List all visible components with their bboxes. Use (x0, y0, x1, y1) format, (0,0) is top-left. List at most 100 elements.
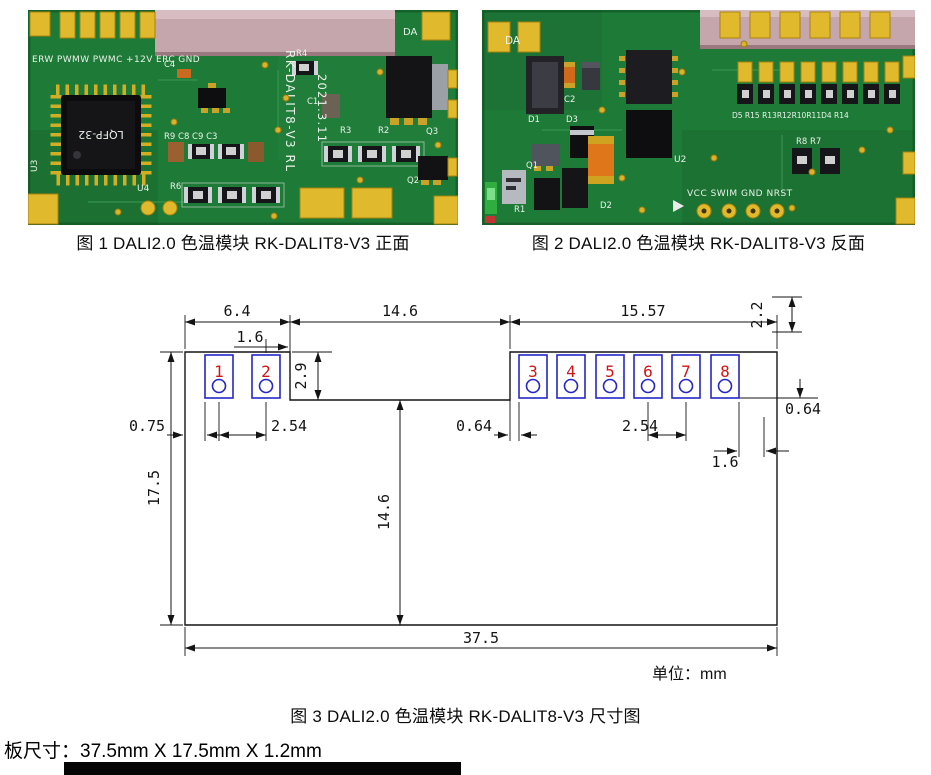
ref-c4: C4 (164, 60, 175, 70)
dim-pad2-to-edge: 1.6 (236, 328, 263, 346)
front-version-silkscreen: RK-DALIT8-V3 RL (283, 50, 297, 173)
r4-group: R4 (292, 49, 318, 75)
front-top-silkscreen: ERW PWMW PWMC +12V ERC GND (32, 55, 200, 65)
ref-r9-row: R9 C8 C9 C3 (164, 132, 217, 142)
marker-triangle-icon (673, 200, 684, 212)
pad-number: 4 (566, 362, 576, 381)
cropped-image-strip (64, 762, 461, 775)
ref-r1: R1 (514, 205, 525, 215)
pad-number: 5 (605, 362, 615, 381)
c4-group: C4 (164, 60, 230, 113)
qfp-chip: LQFP-32 (50, 84, 152, 186)
dim-board-height: 17.5 (145, 470, 163, 506)
ref-d3: D3 (566, 115, 578, 125)
ref-u2: U2 (674, 155, 686, 165)
ref-q2: Q2 (407, 176, 419, 186)
dim-pad2-to-edge-group: 1.6 (234, 328, 288, 353)
board-size-text: 板尺寸：37.5mm X 17.5mm X 1.2mm (4, 741, 322, 762)
front-date-silkscreen: 2021.3.11 (315, 74, 329, 143)
u2-group: U2 (619, 50, 686, 165)
chip-marking: LQFP-32 (78, 128, 123, 141)
dim-top-right-width: 15.57 (620, 302, 665, 320)
r6-row: R6 (170, 182, 285, 208)
ref-q1: Q1 (526, 161, 538, 171)
vias (598, 40, 894, 214)
unit-label: 单位：mm (652, 666, 727, 683)
board-outline (184, 351, 778, 626)
dim-pad-bottom-gap: 0.64 (785, 400, 821, 418)
pcb-front-board: ERW PWMW PWMC +12V ERC GND LQFP-32 U3 U4… (28, 10, 458, 225)
dim-right-pitch-group: 2.54 (622, 402, 687, 441)
dim-notch-depth-group: 2.9 (292, 351, 332, 400)
pad-number: 8 (720, 362, 730, 381)
dimension-drawing: 1 2 3 4 5 6 7 8 (129, 296, 821, 656)
c1-group: C1 (307, 94, 340, 118)
pad-number: 6 (643, 362, 653, 381)
programming-header: VCC SWIM GND NRST (673, 189, 793, 219)
dim-notch-depth: 2.9 (292, 362, 310, 389)
pcb-back-board: DA R5 C2 D1 D3 (482, 10, 915, 225)
fig2-caption: 图 2 DALI2.0 色温模块 RK-DALIT8-V3 反面 (531, 234, 866, 253)
dim-right-pitch: 2.54 (622, 417, 658, 435)
ref-u3: U3 (30, 160, 40, 172)
r8-r7-group: R8 R7 (792, 137, 840, 174)
dim-notch-height-group: 14.6 (375, 400, 404, 625)
q3-transistor: Q3 (386, 56, 448, 137)
dim-pad-height: 2.2 (748, 301, 766, 328)
fig1-caption: 图 1 DALI2.0 色温模块 RK-DALIT8-V3 正面 (76, 234, 410, 253)
r9-row: R9 C8 C9 C3 (164, 132, 264, 162)
pad-number: 2 (261, 362, 271, 381)
ref-r6: R6 (170, 182, 181, 192)
pad-number: 7 (681, 362, 691, 381)
ref-r2: R2 (378, 126, 389, 136)
pink-component-block (155, 10, 395, 56)
dim-pad-height-group: 2.2 (748, 296, 802, 333)
pad-number: 3 (528, 362, 538, 381)
d1-group: D1 (526, 56, 564, 125)
ref-c1: C1 (307, 97, 318, 107)
resistor-row: D5 R15 R13R12R10R11D4 R14 (732, 61, 900, 120)
front-photo: ERW PWMW PWMC +12V ERC GND LQFP-32 U3 U4… (28, 10, 458, 225)
dim-notch-to-pad3: 0.64 (456, 417, 492, 435)
vias (114, 61, 442, 220)
edge-parts (485, 55, 915, 225)
q2-transistor: Q2 (407, 156, 458, 186)
left-pads: 1 2 (204, 354, 281, 399)
ref-q3: Q3 (426, 127, 438, 137)
top-gold-pads (29, 11, 451, 41)
back-da-label: DA (505, 35, 521, 47)
pad-number: 1 (214, 362, 224, 381)
back-bottom-silkscreen: VCC SWIM GND NRST (687, 189, 793, 199)
pin1-dot-icon (73, 151, 81, 159)
q1-r1-group: Q1 R1 (502, 144, 560, 215)
ref-r8r7: R8 R7 (796, 137, 821, 147)
dim-board-width-group: 37.5 (184, 627, 778, 656)
fig3-caption: 图 3 DALI2.0 色温模块 RK-DALIT8-V3 尺寸图 (290, 707, 641, 726)
dim-board-height-group: 17.5 (145, 351, 183, 626)
edge-gold-pads (28, 69, 458, 225)
dim-pad8-to-edge-group: 1.6 (711, 402, 789, 471)
back-photo: DA R5 C2 D1 D3 (482, 10, 915, 225)
front-da-label: DA (403, 27, 418, 38)
dim-left-pitch-group: 2.54 (218, 402, 307, 441)
right-pads: 3 4 5 6 7 8 (518, 354, 740, 399)
dim-pad-bottom-gap-group: 0.64 (785, 379, 821, 418)
ref-r4: R4 (296, 49, 307, 59)
ref-res-row: D5 R15 R13R12R10R11D4 R14 (732, 111, 849, 120)
dim-notch-height: 14.6 (375, 494, 393, 530)
ref-d1: D1 (528, 115, 540, 125)
dim-notch-to-pad3-group: 0.64 (456, 400, 537, 441)
dim-top-left-width: 6.4 (223, 302, 250, 320)
r3-r2-row: R3 R2 (321, 126, 425, 167)
dim-edge-to-pad1: 0.75 (129, 417, 165, 435)
ref-r3: R3 (340, 126, 351, 136)
dim-notch-width: 14.6 (382, 302, 418, 320)
dim-left-pitch: 2.54 (271, 417, 307, 435)
dim-pad8-to-edge: 1.6 (711, 453, 738, 471)
top-gold-pads (487, 11, 891, 53)
ref-u4: U4 (137, 184, 150, 194)
dim-board-width: 37.5 (463, 629, 499, 647)
top-dimensions: 6.4 14.6 15.57 (184, 302, 778, 353)
ref-d2: D2 (600, 201, 612, 211)
